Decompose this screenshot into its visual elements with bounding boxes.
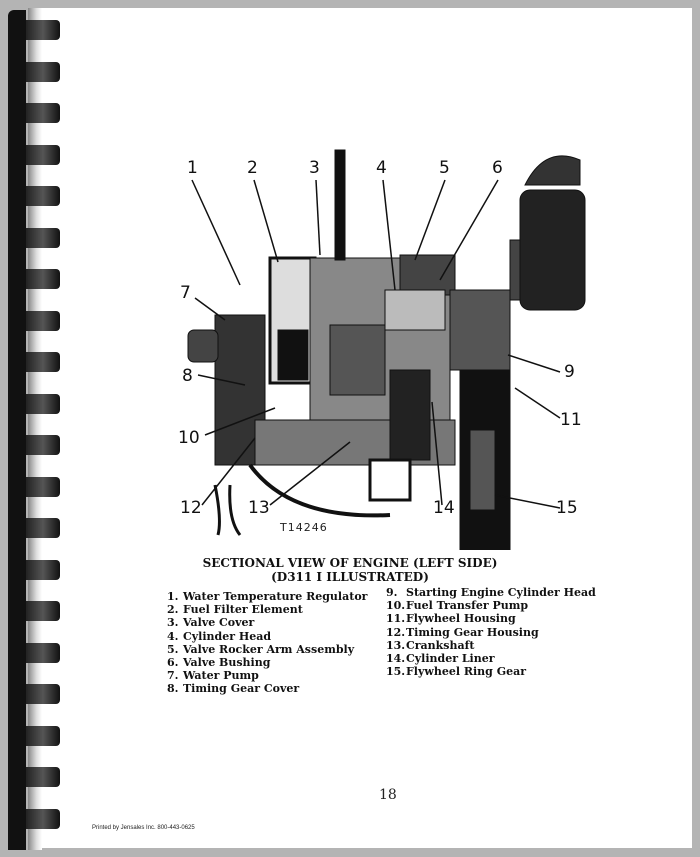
- callout-9: 9: [564, 362, 575, 382]
- caption-title: SECTIONAL VIEW OF ENGINE (LEFT SIDE): [202, 556, 498, 570]
- callout-2: 2: [247, 158, 258, 178]
- callout-10: 10: [178, 428, 200, 448]
- binding-ring: [26, 103, 60, 123]
- binding-ring: [26, 725, 60, 746]
- legend-item: 2.Fuel Filter Element: [167, 603, 303, 617]
- binding-ring: [26, 559, 60, 580]
- binding-ring: [26, 61, 60, 82]
- binding-ring: [26, 767, 60, 787]
- binding-shadow: [28, 8, 42, 850]
- legend-item: 6.Valve Bushing: [167, 656, 271, 670]
- callout-11: 11: [560, 410, 582, 430]
- figure-id: T14246: [280, 521, 328, 534]
- binding-ring: [26, 227, 60, 248]
- callout-7: 7: [180, 283, 191, 303]
- binding-ring: [26, 476, 60, 497]
- legend-item: 7.Water Pump: [167, 669, 259, 683]
- callout-6: 6: [492, 158, 503, 178]
- legend-item: 4.Cylinder Head: [167, 629, 272, 643]
- callout-4: 4: [376, 158, 387, 178]
- binding-ring: [26, 393, 60, 414]
- callout-8: 8: [182, 366, 193, 386]
- legend-right: 9.Starting Engine Cylinder Head 10.Fuel …: [386, 586, 596, 678]
- callout-3: 3: [309, 158, 320, 178]
- binding-ring: [26, 808, 60, 829]
- binding-ring: [26, 642, 60, 663]
- binding-ring: [26, 144, 60, 165]
- legend-item: 13.Crankshaft: [386, 638, 475, 652]
- binding-ring: [26, 20, 60, 40]
- legend-item: 5.Valve Rocker Arm Assembly: [167, 642, 355, 656]
- legend-item: 8.Timing Gear Cover: [167, 682, 300, 696]
- engine-sectional-diagram: 1 2 3 4 5 6 7 8 9 10 11 12 13 14 15 T142…: [160, 140, 610, 551]
- legend-item: 14.Cylinder Liner: [386, 652, 495, 666]
- binding-ring: [26, 310, 60, 331]
- engine-illustration: [187, 149, 586, 551]
- binding-ring: [26, 269, 60, 289]
- legend-item: 15.Flywheel Ring Gear: [386, 665, 527, 679]
- binding-ring: [26, 684, 60, 704]
- legend-item: 9.Starting Engine Cylinder Head: [386, 586, 596, 599]
- callout-15: 15: [556, 498, 578, 518]
- legend-item: 1.Water Temperature Regulator: [167, 590, 368, 603]
- legend-item: 12.Timing Gear Housing: [386, 625, 539, 639]
- callout-5: 5: [439, 158, 450, 178]
- callout-1: 1: [187, 158, 198, 178]
- page-number: 18: [379, 787, 397, 803]
- legend-item: 3.Valve Cover: [167, 616, 255, 630]
- callout-14: 14: [433, 498, 455, 518]
- legend-left: 1.Water Temperature Regulator 2.Fuel Fil…: [167, 590, 367, 696]
- binding-ring: [26, 435, 60, 455]
- legend-item: 11.Flywheel Housing: [386, 612, 516, 626]
- caption-subtitle: (D311 I ILLUSTRATED): [271, 570, 429, 584]
- binding-ring: [26, 601, 60, 621]
- binding-ring: [26, 186, 60, 206]
- binding-ring: [26, 518, 60, 538]
- callout-12: 12: [180, 498, 202, 518]
- printer-note: Printed by Jensales Inc. 800-443-0625: [92, 825, 195, 831]
- binding-ring: [26, 352, 60, 372]
- binding-spine: [8, 10, 26, 850]
- callout-13: 13: [248, 498, 270, 518]
- legend-item: 10.Fuel Transfer Pump: [386, 599, 529, 613]
